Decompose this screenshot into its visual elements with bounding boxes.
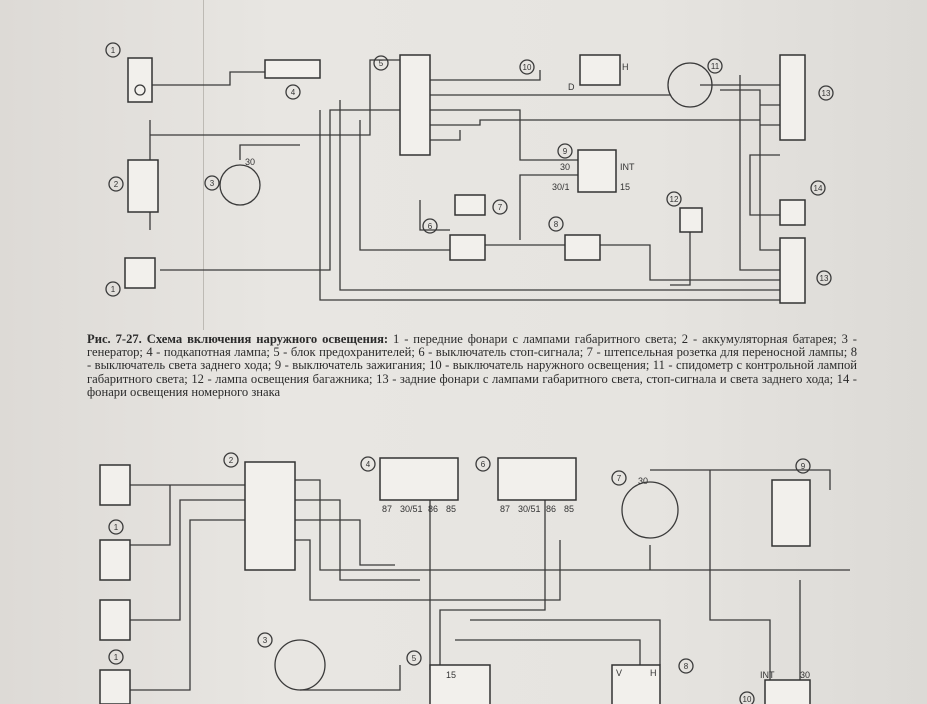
switch-10 (764, 679, 811, 704)
terminal-label: 15 (446, 670, 456, 680)
terminal-label: D (568, 82, 575, 92)
terminal-label: H (650, 668, 657, 678)
marker: 7 (498, 203, 503, 212)
lighting-switch (579, 54, 621, 86)
marker: 12 (670, 195, 679, 204)
front-lamp (99, 599, 131, 641)
caption-text: 1 - передние фонари с лампами габаритног… (87, 332, 857, 399)
trunk-lamp (679, 207, 703, 233)
marker: 11 (711, 62, 720, 71)
bottom-terminals: 87 30/51 86 85 87 30/51 86 85 30 INT 30 … (382, 476, 810, 680)
battery (127, 159, 159, 213)
relay-6 (497, 457, 577, 501)
marker: 4 (366, 460, 371, 469)
terminal-label: 86 (546, 504, 556, 514)
marker: 5 (379, 59, 384, 68)
front-lamp (99, 539, 131, 581)
underhood-lamp (264, 59, 321, 79)
top-terminals: 30 30/1 INT 15 30 H D (245, 62, 635, 192)
terminal-label: 15 (620, 182, 630, 192)
marker: 9 (801, 462, 806, 471)
terminal-label: INT (760, 670, 775, 680)
marker: 13 (820, 274, 829, 283)
marker: 5 (412, 654, 417, 663)
marker: 4 (291, 88, 296, 97)
marker: 10 (743, 695, 752, 704)
figure-caption: Рис. 7-27. Схема включения наружного осв… (87, 332, 857, 399)
top-wires (149, 59, 790, 301)
battery (771, 479, 811, 547)
number-plate-lamp (779, 199, 806, 226)
terminal-label: 30/1 (552, 182, 570, 192)
terminal-label: INT (620, 162, 635, 172)
terminal-label: 30/51 (400, 504, 423, 514)
ignition-switch (577, 149, 617, 193)
terminal-label: 87 (500, 504, 510, 514)
speedometer (274, 639, 326, 691)
rear-lamp-13-top (779, 54, 806, 141)
page-fold-line (203, 0, 204, 330)
terminal-label: 30/51 (518, 504, 541, 514)
terminal-label: H (622, 62, 629, 72)
bottom-components (99, 457, 811, 704)
marker: 2 (229, 456, 234, 465)
bottom-wires (130, 469, 850, 691)
marker: 8 (554, 220, 559, 229)
marker: 2 (114, 180, 119, 189)
marker: 8 (684, 662, 689, 671)
rear-lamp-13-bottom (779, 237, 806, 304)
terminal-label: V (616, 668, 622, 678)
marker: 10 (523, 63, 532, 72)
terminal-label: 30 (560, 162, 570, 172)
terminal-label: 30 (638, 476, 648, 486)
marker: 1 (114, 653, 119, 662)
terminal-label: 30 (800, 670, 810, 680)
marker: 3 (263, 636, 268, 645)
marker: 13 (822, 89, 831, 98)
terminal-label: 86 (428, 504, 438, 514)
switch-5 (429, 664, 491, 704)
fuse-block (244, 461, 296, 571)
fuse-block (399, 54, 431, 156)
relay-4 (379, 457, 459, 501)
top-components (124, 54, 806, 304)
generator (219, 164, 261, 206)
marker: 6 (428, 222, 433, 231)
switch-8 (611, 664, 661, 704)
lamp-icon (134, 84, 146, 96)
marker: 1 (111, 285, 116, 294)
marker: 1 (111, 46, 116, 55)
marker: 7 (617, 474, 622, 483)
generator (621, 481, 679, 539)
marker: 1 (114, 523, 119, 532)
terminal-label: 85 (564, 504, 574, 514)
front-lamp-1-bottom (124, 257, 156, 289)
speedometer (667, 62, 713, 108)
reverse-light-switch (564, 234, 601, 261)
marker: 6 (481, 460, 486, 469)
stop-light-switch (449, 234, 486, 261)
top-markers: 1 4 5 10 11 13 2 3 9 7 6 8 12 14 1 13 (105, 42, 834, 297)
terminal-label: 85 (446, 504, 456, 514)
front-lamp (99, 669, 131, 704)
socket (454, 194, 486, 216)
caption-title: Рис. 7-27. Схема включения наружного осв… (87, 332, 389, 346)
marker: 3 (210, 179, 215, 188)
terminal-label: 87 (382, 504, 392, 514)
bottom-markers: 2 4 6 7 9 1 3 1 5 8 10 (108, 452, 811, 704)
marker: 14 (814, 184, 823, 193)
marker: 9 (563, 147, 568, 156)
terminal-label: 30 (245, 157, 255, 167)
front-lamp (99, 464, 131, 506)
